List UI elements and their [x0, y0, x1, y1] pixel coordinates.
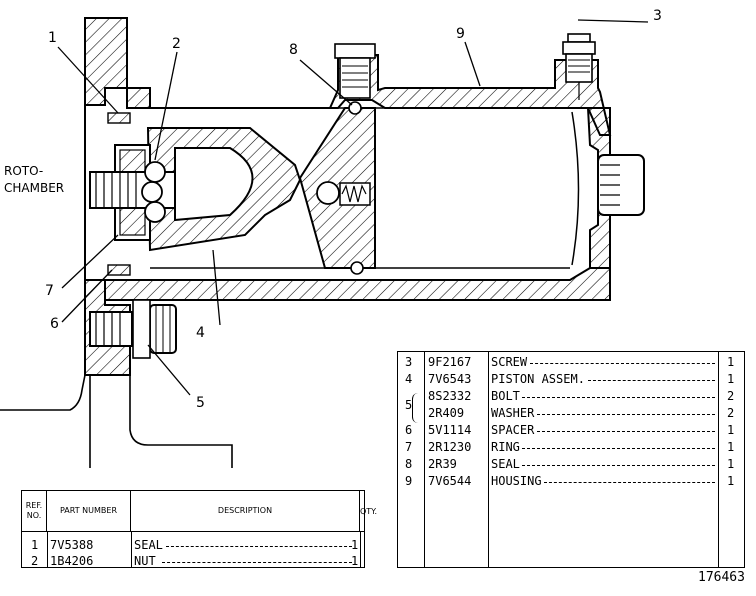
qty-cell: 1 [727, 474, 735, 488]
leader-dashes [587, 380, 715, 381]
part-cell: 7V6544 [428, 474, 472, 488]
table-row: 6 5V1114 SPACER 1 [397, 423, 745, 439]
desc-cell: SCREW [491, 355, 528, 369]
ref-cell: 1 [31, 538, 39, 552]
part-cell: 9F2167 [428, 355, 472, 369]
parts-table-1-header: REF. NO. PART NUMBER DESCRIPTION QTY. [22, 491, 377, 532]
piston-assembly [146, 101, 376, 275]
callout-3: 3 [653, 8, 662, 24]
part-cell: 5V1114 [428, 423, 472, 437]
grease-fitting [562, 33, 596, 100]
ref-cell: 2 [31, 554, 39, 568]
table-row: 2 1B4206 NUT 1 [22, 554, 364, 570]
qty-cell: 1 [727, 440, 735, 454]
part-cell: 7V5388 [50, 538, 94, 552]
ref-cell: 6 [405, 423, 413, 437]
qty-cell: 1 [351, 554, 359, 568]
ref-cell: 9 [405, 474, 413, 488]
roto-chamber-label-line2: CHAMBER [4, 181, 65, 195]
qty-cell: 1 [351, 538, 359, 552]
qty-cell: 1 [727, 423, 735, 437]
desc-cell: NUT [134, 554, 156, 568]
desc-cell: WASHER [491, 406, 535, 420]
leader-dashes [529, 363, 715, 364]
parts-table-2 [397, 351, 745, 568]
part-cell: 2R1230 [428, 440, 472, 454]
ref-cell: 7 [405, 440, 413, 454]
table-row: 8 2R39 SEAL 1 [397, 457, 745, 473]
bolt-nut-assembly [89, 112, 177, 359]
figure-number: 176463 [698, 570, 745, 585]
part-cell: 2R409 [428, 406, 465, 420]
desc-cell: SEAL [134, 538, 163, 552]
desc-cell: RING [491, 440, 520, 454]
leader-dashes [536, 414, 715, 415]
table-row: 1 7V5388 SEAL 1 [22, 538, 364, 554]
qty-cell: 2 [727, 389, 735, 403]
desc-cell: SEAL [491, 457, 520, 471]
parts-table-1: REF. NO. PART NUMBER DESCRIPTION QTY. 1 … [21, 490, 377, 570]
roto-chamber-label-line1: ROTO- [4, 164, 44, 178]
leader-dashes [544, 482, 715, 483]
table-row: 9 7V6544 HOUSING 1 [397, 474, 745, 490]
header-description: DESCRIPTION [131, 491, 360, 531]
callout-4: 4 [196, 325, 205, 341]
ref-cell: 4 [405, 372, 413, 386]
table-row: 5 2R409 WASHER 2 [397, 398, 745, 422]
table-row: 4 7V6543 PISTON ASSEM. 1 [397, 372, 745, 388]
roto-chamber-flange [0, 17, 233, 468]
leader-lines [57, 19, 649, 396]
leader-dashes [522, 397, 715, 398]
part-cell: 7V6543 [428, 372, 472, 386]
callout-5: 5 [196, 395, 205, 411]
header-part-number: PART NUMBER [47, 491, 131, 531]
callout-2: 2 [172, 36, 181, 52]
desc-cell: SPACER [491, 423, 535, 437]
leader-dashes [536, 431, 715, 432]
header-ref-no: REF. NO. [22, 491, 47, 531]
roto-chamber-label: ROTO- CHAMBER [4, 163, 64, 197]
top-plug [334, 43, 376, 99]
table-row: 8S2332 BOLT 2 [397, 389, 745, 405]
part-cell: 1B4206 [50, 554, 94, 568]
leader-dashes [522, 448, 715, 449]
ref-5-bracket [412, 393, 421, 423]
callout-9: 9 [456, 26, 465, 42]
ref-cell: 3 [405, 355, 413, 369]
ref-cell: 5 [405, 398, 413, 412]
callout-6: 6 [50, 316, 59, 332]
callout-7: 7 [45, 283, 54, 299]
qty-cell: 2 [727, 406, 735, 420]
ref-cell: 8 [405, 457, 413, 471]
qty-cell: 1 [727, 372, 735, 386]
desc-cell: HOUSING [491, 474, 542, 488]
callout-8: 8 [289, 42, 298, 58]
header-qty: QTY. [360, 506, 377, 516]
qty-cell: 1 [727, 355, 735, 369]
table-row: 3 9F2167 SCREW 1 [397, 355, 745, 371]
leader-dashes [522, 465, 715, 466]
part-cell: 2R39 [428, 457, 457, 471]
desc-cell: BOLT [491, 389, 520, 403]
desc-cell: PISTON ASSEM. [491, 372, 585, 386]
callout-1: 1 [48, 30, 57, 46]
table-row: 7 2R1230 RING 1 [397, 440, 745, 456]
part-cell: 8S2332 [428, 389, 472, 403]
qty-cell: 1 [727, 457, 735, 471]
